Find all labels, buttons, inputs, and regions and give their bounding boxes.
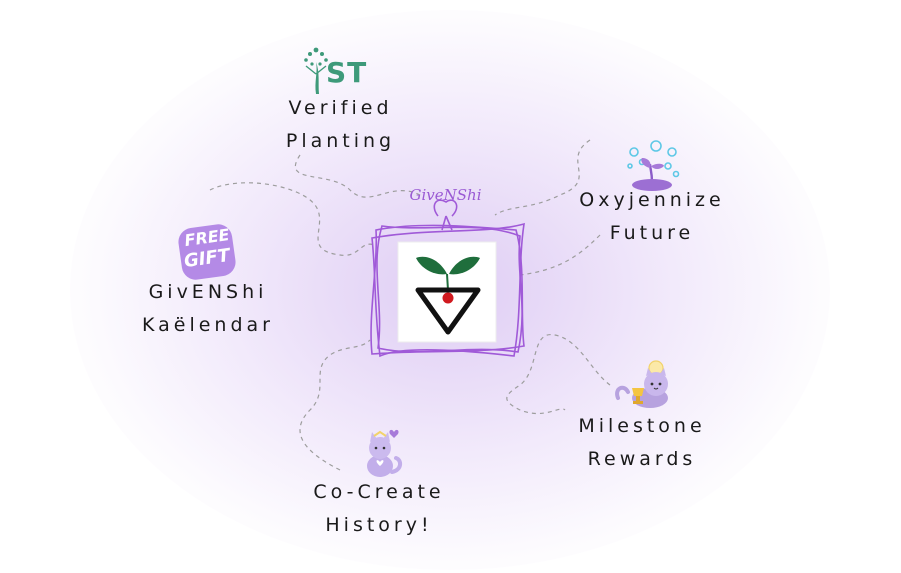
label-givenshi-kaelendar: GivENShi Kaëlendar (142, 281, 274, 336)
tree-person-logo-icon: ST (300, 44, 380, 96)
label-milestone-rewards: Milestone Rewards (578, 415, 706, 470)
center-frame (370, 199, 525, 358)
label-verified-planting: Verified Planting (285, 97, 396, 152)
label-oxyjennize-future: Oxyjennize Future (579, 189, 725, 244)
cat-trophy-icon (612, 358, 674, 410)
connector-co-create-history (299, 339, 371, 471)
connector-oxyjennize-future-2 (519, 234, 601, 276)
cat-heart-icon (360, 428, 406, 478)
brand-script-title: GiveNShi (409, 186, 482, 204)
free-gift-sticker-icon: FREE GIFT (176, 222, 238, 282)
logo-mark (415, 256, 481, 335)
connector-oxyjennize-future (494, 139, 591, 216)
connector-milestone-rewards (506, 334, 611, 415)
center-brand: GiveNShi (358, 186, 533, 366)
ist-logo-text: ST (326, 56, 368, 89)
connector-givenshi-kaelendar (209, 182, 376, 256)
sprout-bubbles-icon (624, 138, 682, 192)
label-co-create-history: Co-Create History! (313, 481, 445, 536)
connector-verified-planting (294, 154, 421, 198)
